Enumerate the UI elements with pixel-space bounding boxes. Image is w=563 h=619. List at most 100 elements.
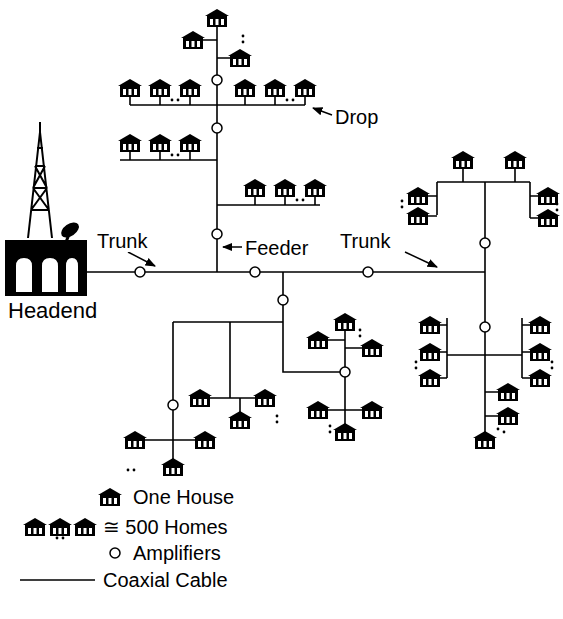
amplifier-symbol <box>135 267 145 277</box>
house-icon <box>178 134 202 152</box>
continuation-dot <box>329 431 332 434</box>
house-icon <box>536 187 560 205</box>
house-icon <box>228 411 252 429</box>
house-icon <box>406 187 430 205</box>
house-icon <box>451 151 475 169</box>
continuation-dot <box>56 537 59 540</box>
house-icon <box>306 331 330 349</box>
continuation-dots <box>56 35 559 540</box>
house-icon <box>148 134 172 152</box>
legend-text: Amplifiers <box>133 542 221 564</box>
house-icon <box>418 369 442 387</box>
amplifier-symbol <box>363 267 373 277</box>
amplifier-symbol <box>250 267 260 277</box>
house-icon <box>496 383 520 401</box>
diagram-label: Trunk <box>340 230 390 252</box>
house-icon <box>123 431 147 449</box>
house-icon <box>473 431 497 449</box>
house-icon <box>263 79 287 97</box>
house-icon <box>233 79 257 97</box>
continuation-dot <box>276 415 279 418</box>
amplifier-symbol <box>278 295 288 305</box>
continuation-dot <box>286 99 289 102</box>
house-icon <box>243 179 267 197</box>
continuation-dot <box>503 431 506 434</box>
continuation-dot <box>551 361 554 364</box>
house-icon <box>181 31 205 49</box>
diagram-label: Feeder <box>245 237 308 259</box>
house-icon <box>333 313 357 331</box>
continuation-dot <box>551 367 554 370</box>
continuation-dot <box>556 209 559 212</box>
amplifier-symbol <box>168 400 178 410</box>
headend-icon <box>5 122 87 296</box>
house-icon <box>98 488 122 506</box>
house-icon <box>418 316 442 334</box>
coaxial-cable <box>20 18 548 580</box>
continuation-dot <box>296 199 299 202</box>
house-icon <box>205 9 229 27</box>
legend-text: Coaxial Cable <box>103 569 228 591</box>
house-icon <box>306 401 330 419</box>
continuation-dot <box>302 199 305 202</box>
continuation-dot <box>359 335 362 338</box>
legend-text: ≅ 500 Homes <box>103 516 228 538</box>
house-icons <box>23 9 560 536</box>
continuation-dot <box>497 428 500 431</box>
house-icon <box>193 431 217 449</box>
house-icon <box>118 79 142 97</box>
diagram-label: Drop <box>335 106 378 128</box>
diagram-label: Headend <box>8 299 97 323</box>
legend-text: One House <box>133 486 234 508</box>
continuation-dot <box>401 206 404 209</box>
continuation-dot <box>171 99 174 102</box>
continuation-dot <box>62 537 65 540</box>
house-icon <box>360 401 384 419</box>
house-icon <box>418 343 442 361</box>
amplifier-symbol <box>212 123 222 133</box>
house-icon <box>188 389 212 407</box>
house-icon <box>253 389 277 407</box>
pointer-arrows <box>128 108 437 267</box>
house-icon <box>273 179 297 197</box>
house-icon <box>73 518 97 536</box>
house-icon <box>23 518 47 536</box>
house-icon <box>360 339 384 357</box>
house-icon <box>503 151 527 169</box>
house-icon <box>333 423 357 441</box>
continuation-dot <box>359 329 362 332</box>
continuation-dot <box>171 154 174 157</box>
amplifier-symbol <box>110 548 120 558</box>
house-icon <box>161 458 185 476</box>
diagram-label: Trunk <box>97 230 147 252</box>
house-icon <box>496 407 520 425</box>
continuation-dot <box>415 367 418 370</box>
continuation-dot <box>401 200 404 203</box>
continuation-dot <box>276 421 279 424</box>
continuation-dot <box>329 425 332 428</box>
amplifier-symbol <box>212 75 222 85</box>
continuation-dot <box>556 203 559 206</box>
house-icon <box>528 369 552 387</box>
continuation-dot <box>133 469 136 472</box>
house-icon <box>178 79 202 97</box>
house-icon <box>536 209 560 227</box>
continuation-dot <box>415 361 418 364</box>
house-icon <box>148 79 172 97</box>
house-icon <box>528 316 552 334</box>
continuation-dot <box>242 41 245 44</box>
continuation-dot <box>177 99 180 102</box>
amplifiers <box>110 75 490 558</box>
house-icon <box>118 134 142 152</box>
house-icon <box>406 207 430 225</box>
house-icon <box>228 49 252 67</box>
house-icon <box>48 518 72 536</box>
continuation-dot <box>292 99 295 102</box>
continuation-dot <box>242 35 245 38</box>
amplifier-symbol <box>480 238 490 248</box>
amplifier-symbol <box>212 229 222 239</box>
house-icon <box>293 79 317 97</box>
continuation-dot <box>127 469 130 472</box>
amplifier-symbol <box>340 367 350 377</box>
continuation-dot <box>177 154 180 157</box>
